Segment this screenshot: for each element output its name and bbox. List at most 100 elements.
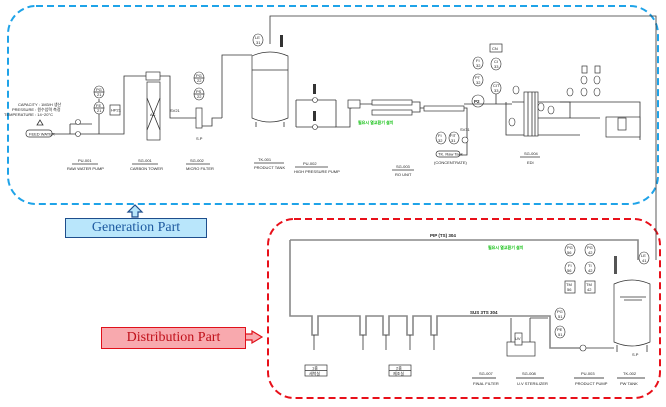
svg-text:S.P: S.P [632,352,639,357]
svg-text:PG: PG [96,87,102,92]
svg-text:FI: FI [438,133,442,138]
svg-text:2층: 2층 [396,365,402,371]
svg-text:TK-001: TK-001 [258,157,272,162]
feed-water-label: FEED WATER [29,132,55,137]
svg-text:SG-008: SG-008 [522,371,537,376]
product-pump [579,344,614,352]
svg-text:PG: PG [196,73,202,78]
svg-text:PT: PT [475,75,481,80]
pw-tank-tk002: S.P [613,256,651,357]
svg-text:32: 32 [476,63,481,68]
svg-text:PU-003: PU-003 [581,371,595,376]
svg-text:PG: PG [557,309,563,314]
svg-text:P2: P2 [474,99,480,104]
svg-text:PRODUCT PUMP: PRODUCT PUMP [575,381,608,386]
loop-return-label: SUS 3TS 304 [470,310,498,315]
svg-text:제조실: 제조실 [393,370,404,376]
green-note-generation: 필요시 열교환기 설치 [358,119,394,125]
feed-temperature: TEMPERATURE : 14~20°C [4,112,53,117]
svg-text:21: 21 [97,108,102,113]
svg-text:PG: PG [567,245,573,250]
svg-text:TI: TI [588,263,592,268]
hp21-box [109,104,121,116]
generation-arrow-icon [126,204,144,218]
carbon-tower: AC [145,71,161,141]
high-pressure-pumps: HP31 [295,84,361,130]
svg-text:FINAL FILTER: FINAL FILTER [473,381,499,386]
svg-text:RAW WATER PUMP: RAW WATER PUMP [67,166,104,171]
svg-text:AC: AC [150,112,156,117]
svg-text:HIGH PRESSURE PUMP: HIGH PRESSURE PUMP [294,169,340,174]
svg-text:FI: FI [476,58,480,63]
svg-text:SG-001: SG-001 [138,158,153,163]
svg-text:TK-002: TK-002 [623,371,637,376]
svg-text:42: 42 [588,250,593,255]
point-of-use-valves [313,335,435,350]
svg-text:51: 51 [558,314,563,319]
svg-text:LE: LE [255,35,260,40]
final-filter-uv: UV [506,317,548,357]
svg-text:FIT: FIT [450,133,457,138]
svg-text:HP21: HP21 [111,108,122,113]
svg-text:33: 33 [494,88,499,93]
distribution-loop: PIP (TS) 304 SUS 3TS 304 필요시 열교환기 설치 [289,233,639,349]
svg-text:CN: CN [492,46,498,51]
distribution-boundary [267,218,661,399]
svg-text:SG-004: SG-004 [524,151,539,156]
svg-text:FI: FI [568,263,572,268]
svg-text:42: 42 [587,287,592,292]
feed-capacity: CAPACITY : 1M3/H 생산 [18,101,62,107]
svg-text:41: 41 [642,258,647,263]
distribution-part-label: Distribution Part [101,327,246,349]
svg-text:33: 33 [494,64,499,69]
svg-text:MICRO FILTER: MICRO FILTER [186,166,214,171]
svg-text:22: 22 [197,94,202,99]
loop-top-label: PIP (TS) 304 [430,233,456,238]
svg-text:CI: CI [494,59,498,64]
svg-text:32: 32 [476,80,481,85]
svg-text:S.P: S.P [196,136,203,141]
svg-text:RO UNIT: RO UNIT [395,172,412,177]
svg-text:51: 51 [558,332,563,337]
svg-text:1층: 1층 [312,365,318,371]
svg-text:31: 31 [256,40,261,45]
svg-text:42: 42 [588,268,593,273]
svg-text:56: 56 [567,250,572,255]
svg-text:PG: PG [587,245,593,250]
svg-text:CARBON TOWER: CARBON TOWER [130,166,163,171]
svg-text:(CONCENTRATE): (CONCENTRATE) [434,160,467,165]
green-note-distribution: 필요시 열교환기 설치 [488,244,524,250]
svg-text:TK. Raw Tank: TK. Raw Tank [438,152,463,157]
edi-unit [505,85,600,137]
svg-text:PRODUCT TANK: PRODUCT TANK [254,165,285,170]
svg-text:31: 31 [451,138,456,143]
svg-text:PE: PE [557,327,563,332]
feed-pressure: PRESSURE : 원수압력 측정 [12,106,61,112]
generation-boundary [7,5,659,205]
svg-text:UV: UV [515,336,521,341]
svg-text:세척실: 세척실 [309,370,320,376]
svg-text:SV21: SV21 [170,108,181,113]
svg-text:TM: TM [586,282,592,287]
feed-water-source [25,129,53,138]
